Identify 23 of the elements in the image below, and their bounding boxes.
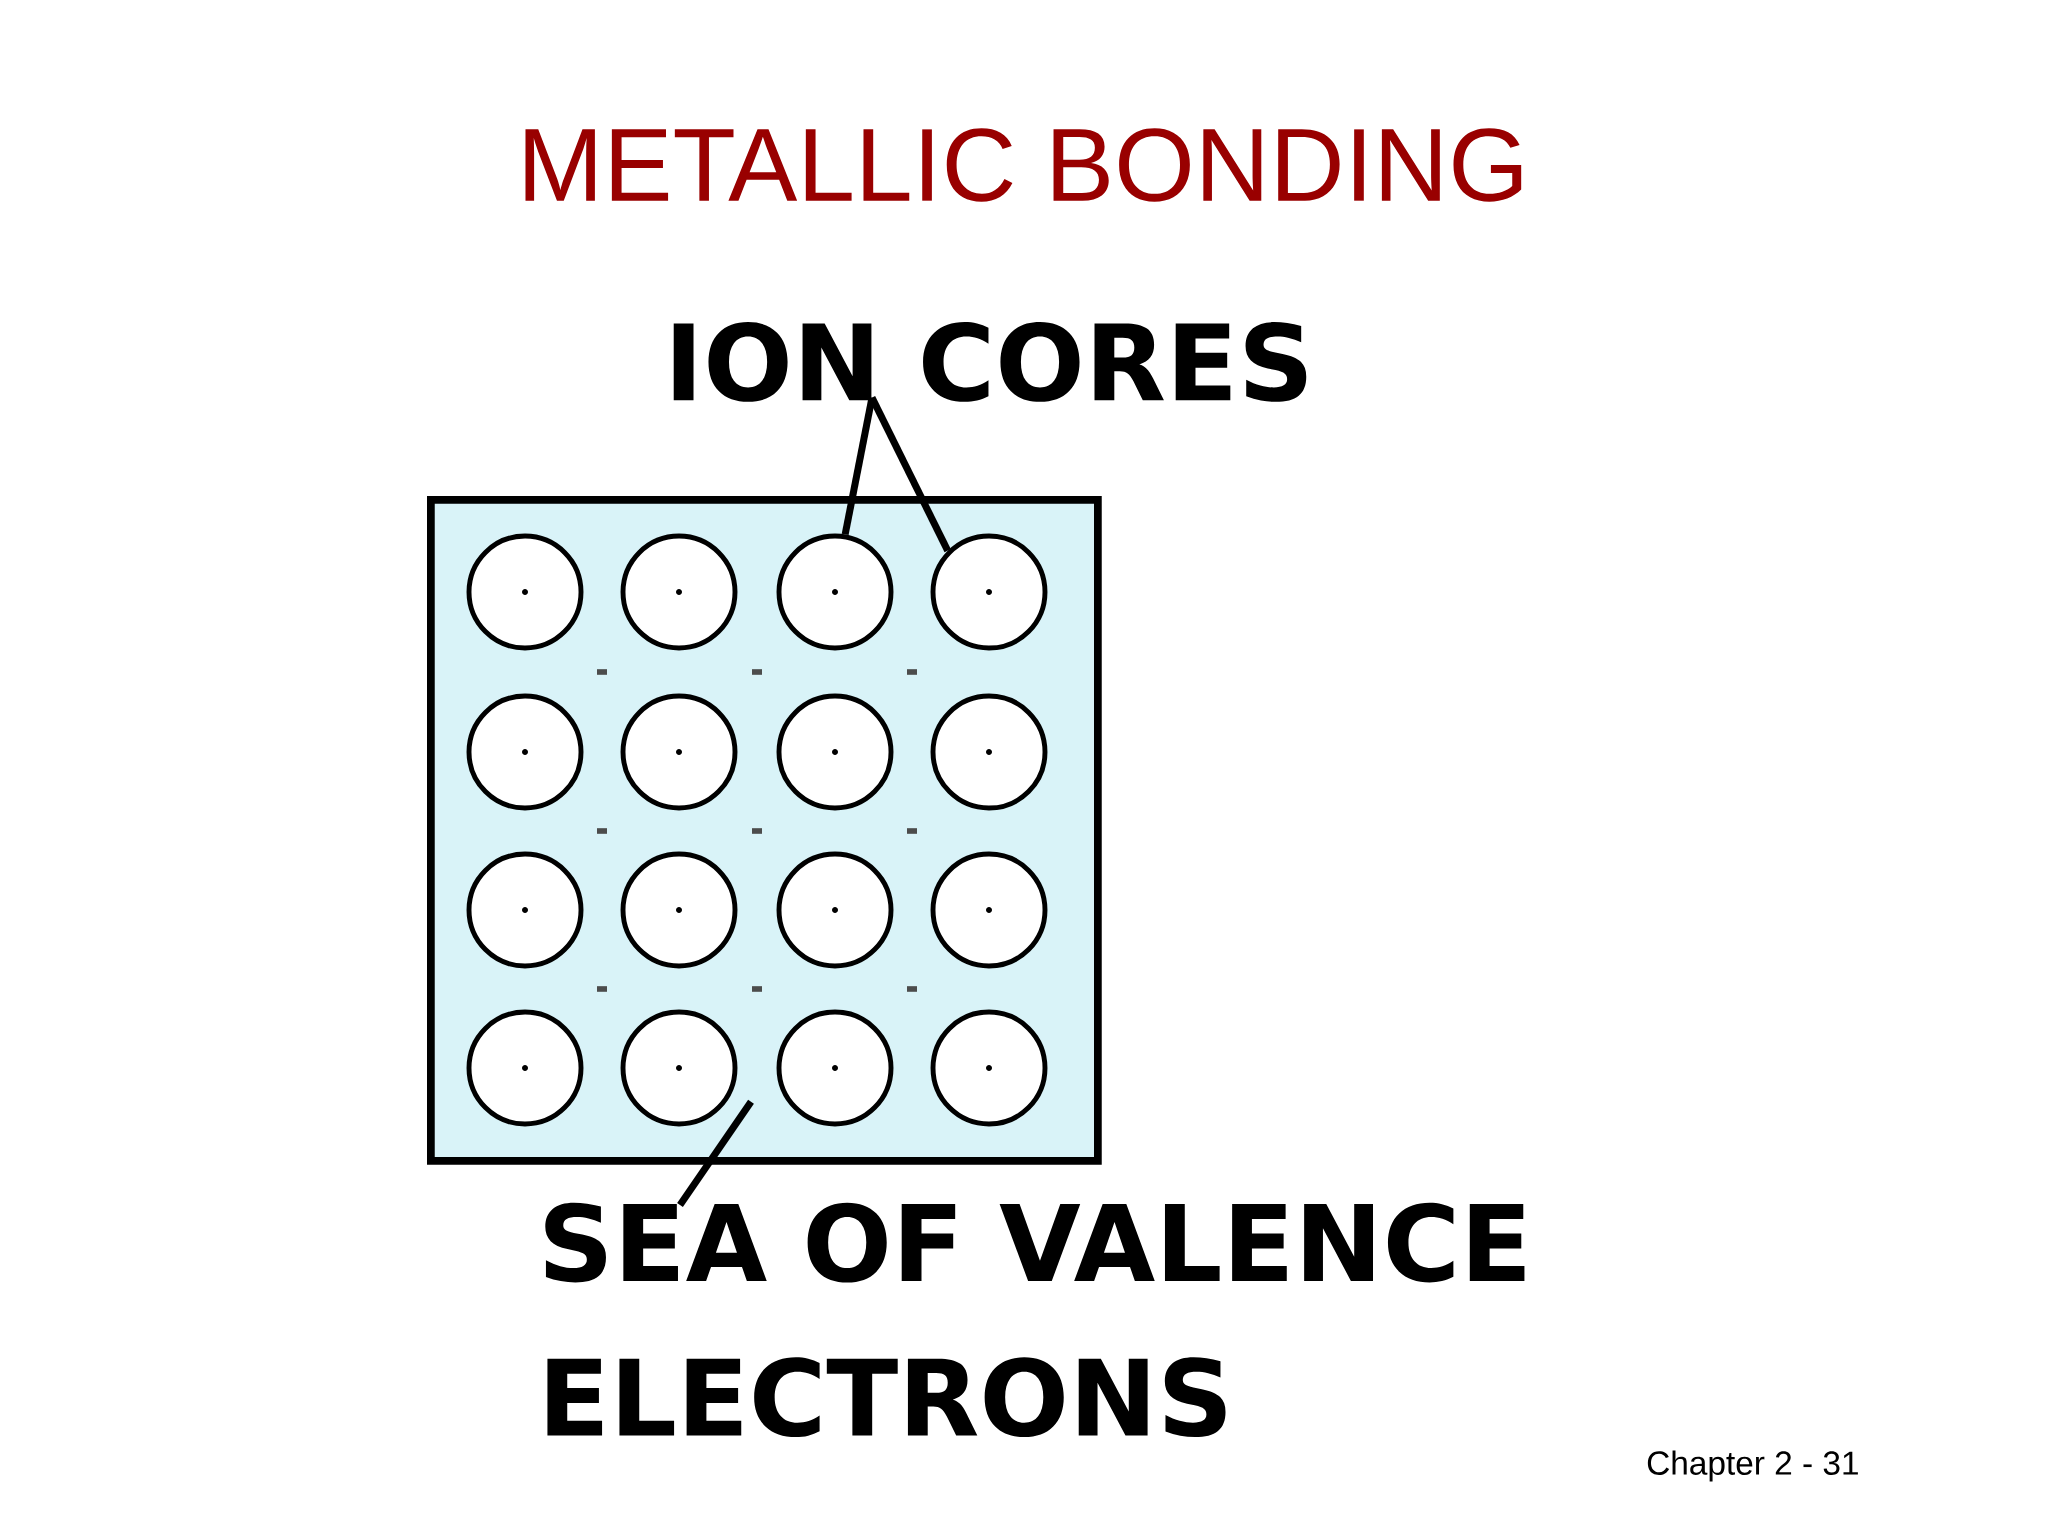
callout-label: ION CORES (673, 322, 1307, 402)
ion-core (930, 851, 1048, 969)
callout-label: SEA OF VALENCE ELECTRONS (545, 1202, 1525, 1438)
title: METALLIC BONDING (525, 128, 1522, 202)
leader-line (841, 396, 876, 536)
ion-core (930, 693, 1048, 811)
leader-line (677, 1099, 754, 1207)
ion-core (620, 851, 738, 969)
ion-core (776, 851, 894, 969)
ion-core (466, 693, 584, 811)
ion-core (930, 533, 1048, 651)
ion-core (620, 533, 738, 651)
ion-core (620, 693, 738, 811)
ion-core (620, 1009, 738, 1127)
ion-core (776, 693, 894, 811)
ion-core (776, 533, 894, 651)
ion-core (776, 1009, 894, 1127)
leader-line (868, 396, 951, 553)
ion-core (466, 1009, 584, 1127)
ion-core (466, 533, 584, 651)
ion-core (930, 1009, 1048, 1127)
ion-core (466, 851, 584, 969)
page-number: Chapter 2 - 31 (1647, 1450, 1858, 1482)
